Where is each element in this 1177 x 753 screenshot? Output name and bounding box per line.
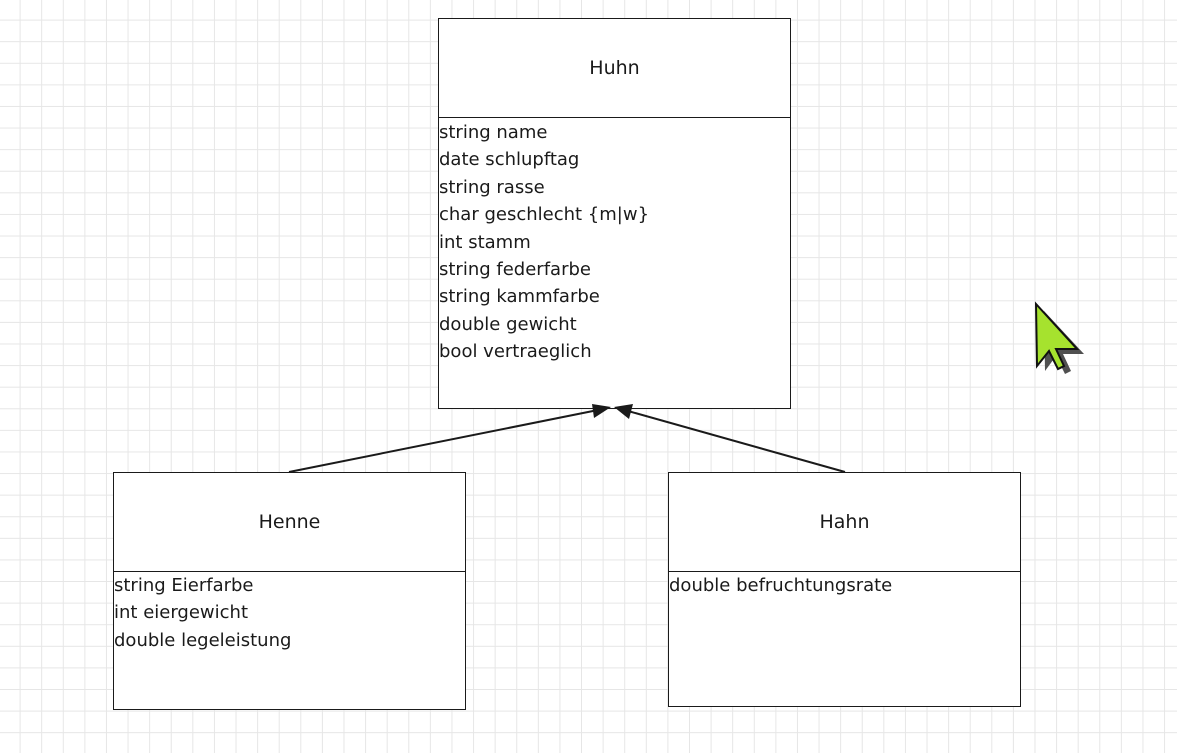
inheritance-arrow-hahn-huhn[interactable] bbox=[614, 404, 846, 473]
class-box-hahn[interactable]: Hahn double befruchtungsrate bbox=[668, 472, 1021, 707]
attribute-item: bool vertraeglich bbox=[439, 341, 592, 363]
connector-line bbox=[627, 410, 846, 473]
class-attributes-henne: string Eierfarbe int eiergewicht double … bbox=[114, 572, 465, 709]
arrowhead-icon bbox=[614, 404, 633, 419]
attribute-item: string rasse bbox=[439, 176, 545, 198]
attribute-item: string Eierfarbe bbox=[114, 575, 254, 596]
attribute-item: string federfarbe bbox=[439, 259, 591, 281]
attribute-item: char geschlecht {m|w} bbox=[439, 204, 650, 226]
attribute-item: string name bbox=[439, 122, 548, 143]
class-attributes-huhn: string name date schlupftag string rasse… bbox=[439, 118, 790, 408]
attribute-item: string kammfarbe bbox=[439, 286, 600, 308]
class-box-huhn[interactable]: Huhn string name date schlupftag string … bbox=[438, 18, 791, 409]
inheritance-arrow-henne-huhn[interactable] bbox=[288, 404, 611, 473]
attribute-item: double befruchtungsrate bbox=[669, 575, 893, 596]
class-name-hahn: Hahn bbox=[669, 473, 1020, 572]
connector-line bbox=[288, 409, 599, 473]
class-name-huhn: Huhn bbox=[439, 19, 790, 118]
attribute-item: double gewicht bbox=[439, 313, 577, 335]
class-name-henne: Henne bbox=[114, 473, 465, 572]
class-attributes-hahn: double befruchtungsrate bbox=[669, 572, 1020, 706]
attribute-item: date schlupftag bbox=[439, 149, 580, 171]
attribute-item: int stamm bbox=[439, 231, 531, 253]
arrowhead-icon bbox=[592, 404, 611, 418]
attribute-item: int eiergewicht bbox=[114, 602, 249, 624]
attribute-item: double legeleistung bbox=[114, 629, 292, 651]
mouse-pointer-icon bbox=[1034, 301, 1084, 374]
